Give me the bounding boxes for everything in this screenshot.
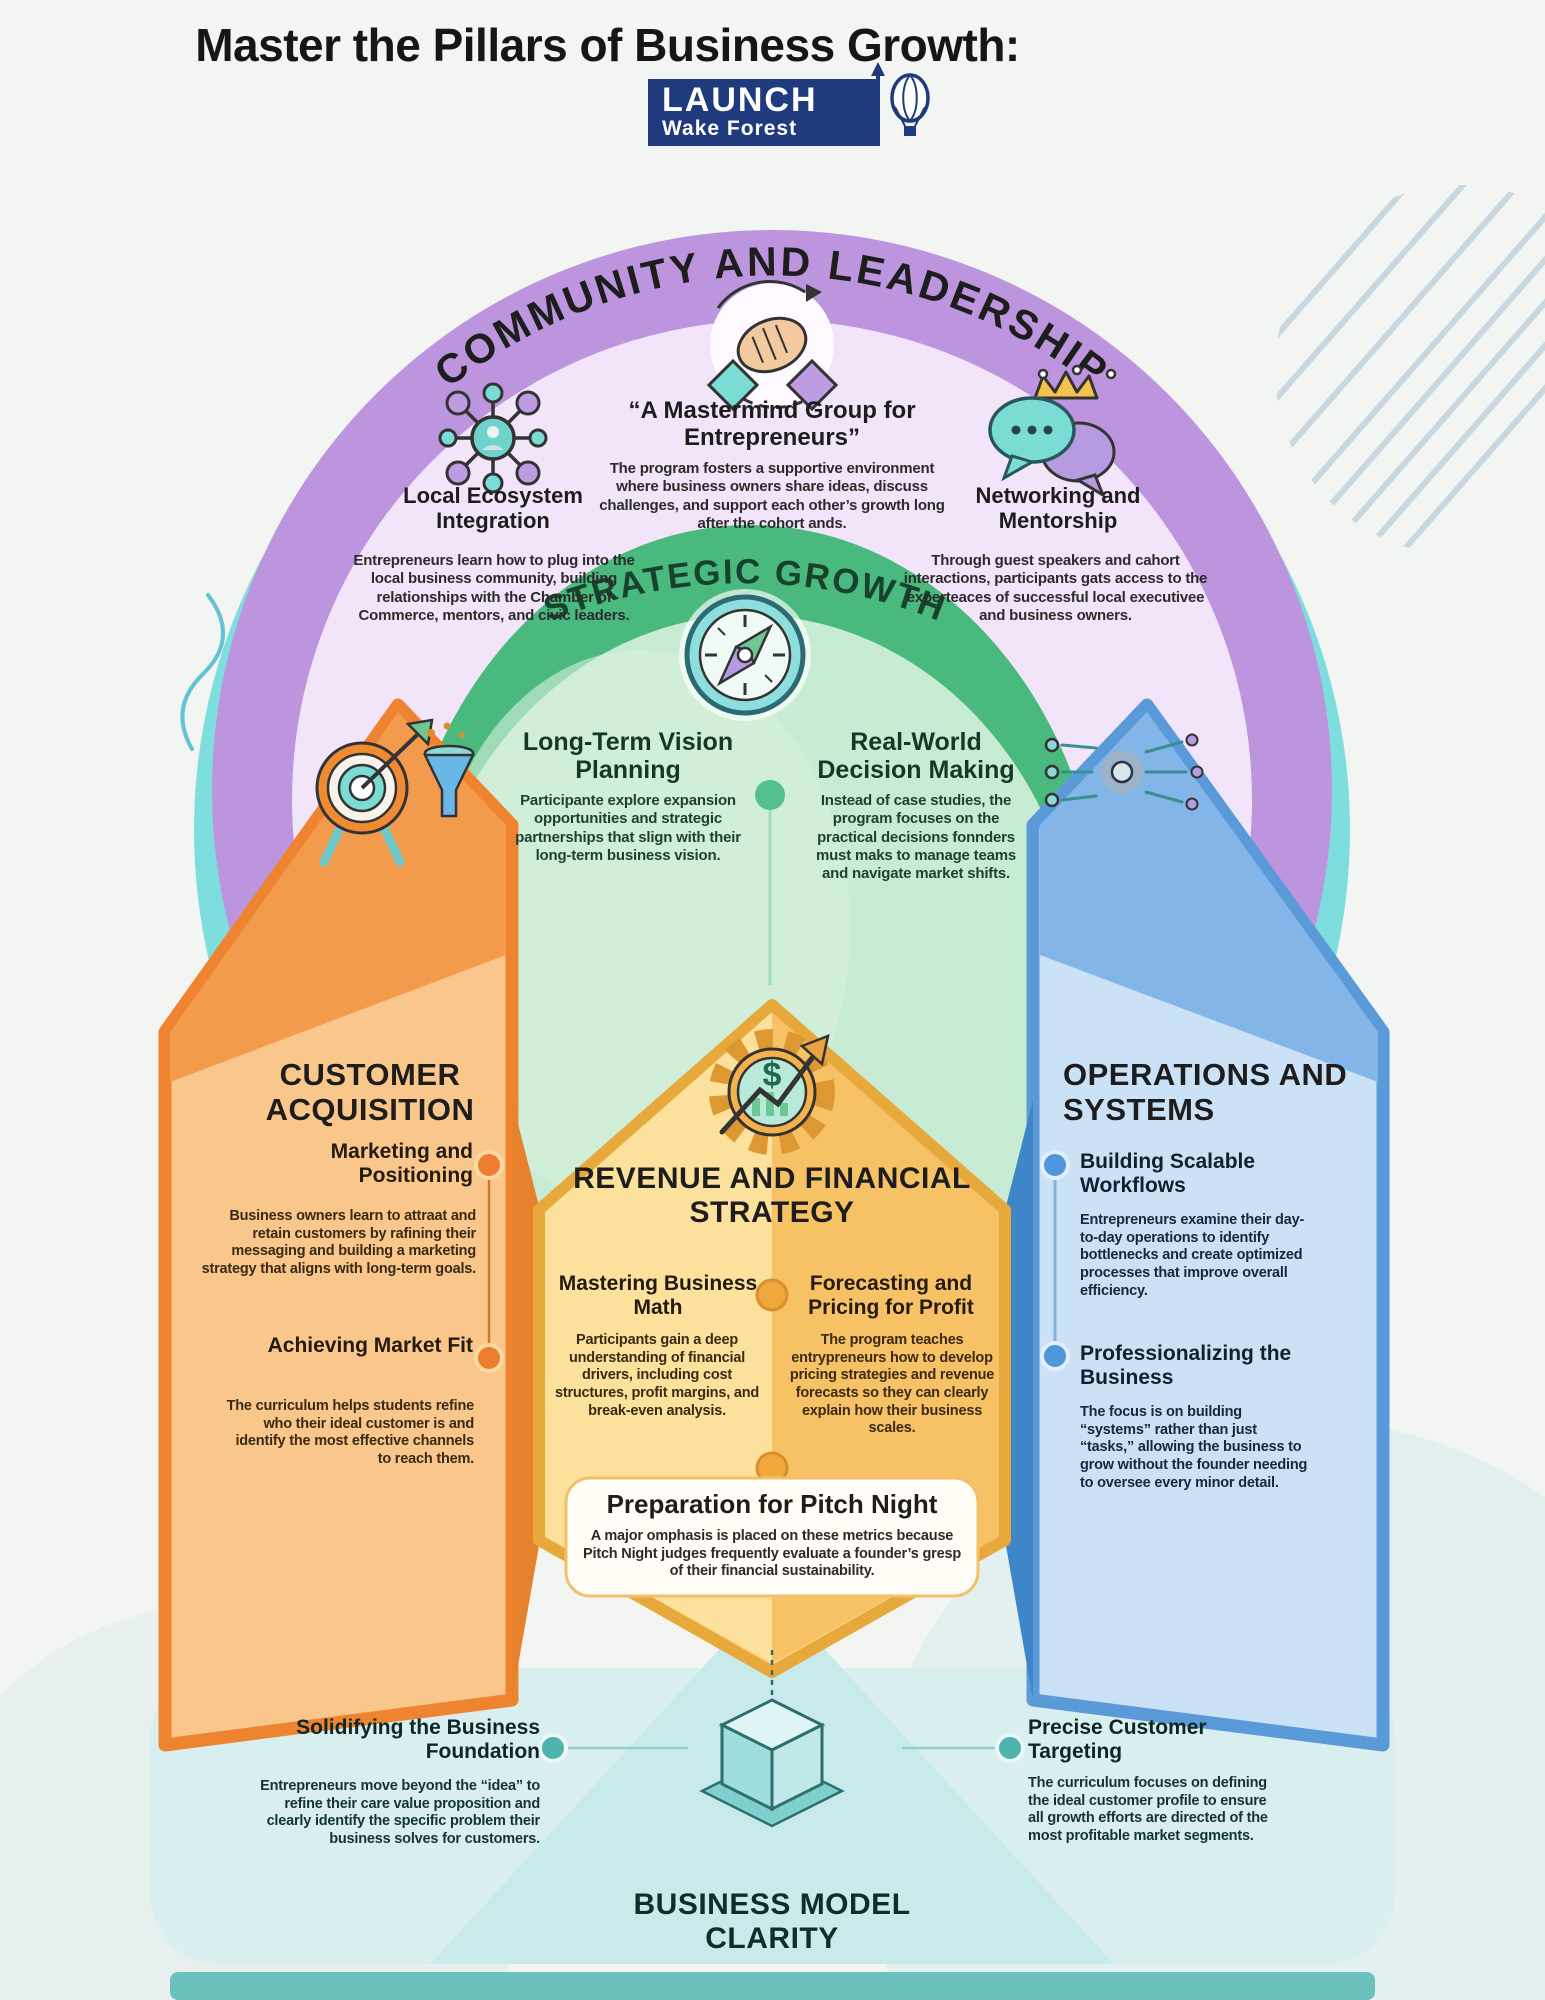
clarity-header: BUSINESS MODEL CLARITY [633,1888,911,1955]
pitch-night-body: A major omphasis is placed on these metr… [583,1528,961,1580]
community-right-body: Through guest speakers and cahort intera… [903,552,1208,624]
squiggle-decoration-left [180,593,225,751]
cube-icon [699,1650,845,1828]
handshake-icon [706,280,839,412]
pitch-night-title: Preparation for Pitch Night [606,1489,938,1519]
customer-dot-2 [474,1343,504,1373]
operations-header: OPERATIONS AND SYSTEMS [1063,1057,1348,1127]
revenue-header: REVENUE AND FINANCIAL STRATEGY [573,1162,971,1229]
community-center-title: “A Mastermind Group for Entrepreneurs” [628,397,916,451]
svg-text:$: $ [763,1056,782,1094]
stripe-decoration-topright [1275,185,1545,555]
logo-launch-text: LAUNCH [662,81,818,119]
customer-sub2-title: Achieving Market Fit [267,1334,473,1357]
community-left-body: Entrepreneurs learn how to plug into the… [353,552,635,624]
revenue-right-body: The program teaches entrypreneurs how to… [789,1332,995,1437]
customer-sub1-body: Business owners learn to attraat and ret… [201,1208,477,1278]
operations-sub1-body: Entrepreneurs examine their day-to-day o… [1080,1212,1305,1299]
mentorship-chat-icon [988,364,1117,499]
revenue-dot-1 [755,1278,789,1312]
logo-wake-forest-text: Wake Forest [662,117,798,140]
clarity-right-title: Precise Customer Targeting [1028,1716,1207,1763]
clarity-dot-right [995,1733,1025,1763]
community-right-title: Networking and Mentorship [975,483,1141,533]
page-title: Master the Pillars of Business Growth: [195,19,1020,71]
operations-dot-1 [1040,1150,1070,1180]
target-funnel-icon [315,718,475,867]
operations-pillar [1005,698,1390,1752]
workflow-icon [1044,733,1204,811]
launch-wake-forest-logo: LAUNCH Wake Forest [648,79,880,147]
balloon-icon [871,62,930,136]
network-icon [438,382,548,494]
clarity-left-title: Solidifying the Business Foundation [296,1716,540,1763]
customer-pillar [158,698,540,1752]
strategic-connector-dot [755,780,785,810]
strategic-left-body: Participante explore expansion opportuni… [515,792,741,864]
revenue-left-body: Participants gain a deep understanding o… [554,1332,760,1419]
customer-sub2-body: The curriculum helps students refine who… [226,1398,475,1468]
community-left-title: Local Ecosystem Integration [403,483,583,533]
operations-sub1-title: Building Scalable Workflows [1080,1150,1256,1197]
operations-sub2-body: The focus is on building “systems” rathe… [1080,1404,1308,1491]
revenue-left-title: Mastering Business Math [558,1272,758,1319]
customer-sub1-title: Marketing and Positioning [330,1140,473,1187]
gear-dollar-icon: $ [709,1029,835,1155]
community-center-body: The program fosters a supportive environ… [599,460,945,532]
strategic-right-title: Real-World Decision Making [817,728,1015,784]
clarity-left-body: Entrepreneurs move beyond the “idea” to … [260,1778,540,1848]
customer-header: CUSTOMER ACQUISITION [265,1057,475,1127]
compass-icon [679,589,811,721]
pitch-night-box [564,1476,980,1598]
strategic-left-title: Long-Term Vision Planning [522,728,734,784]
operations-sub2-title: Professionalizing the Business [1080,1342,1292,1389]
strategic-right-body: Instead of case studies, the program foc… [815,792,1017,883]
clarity-right-body: The curriculum focuses on defining the i… [1028,1775,1268,1845]
customer-dot-1 [474,1150,504,1180]
operations-dot-2 [1040,1341,1070,1371]
revenue-right-title: Forecasting and Pricing for Profit [808,1272,974,1319]
clarity-dot-left [538,1733,568,1763]
